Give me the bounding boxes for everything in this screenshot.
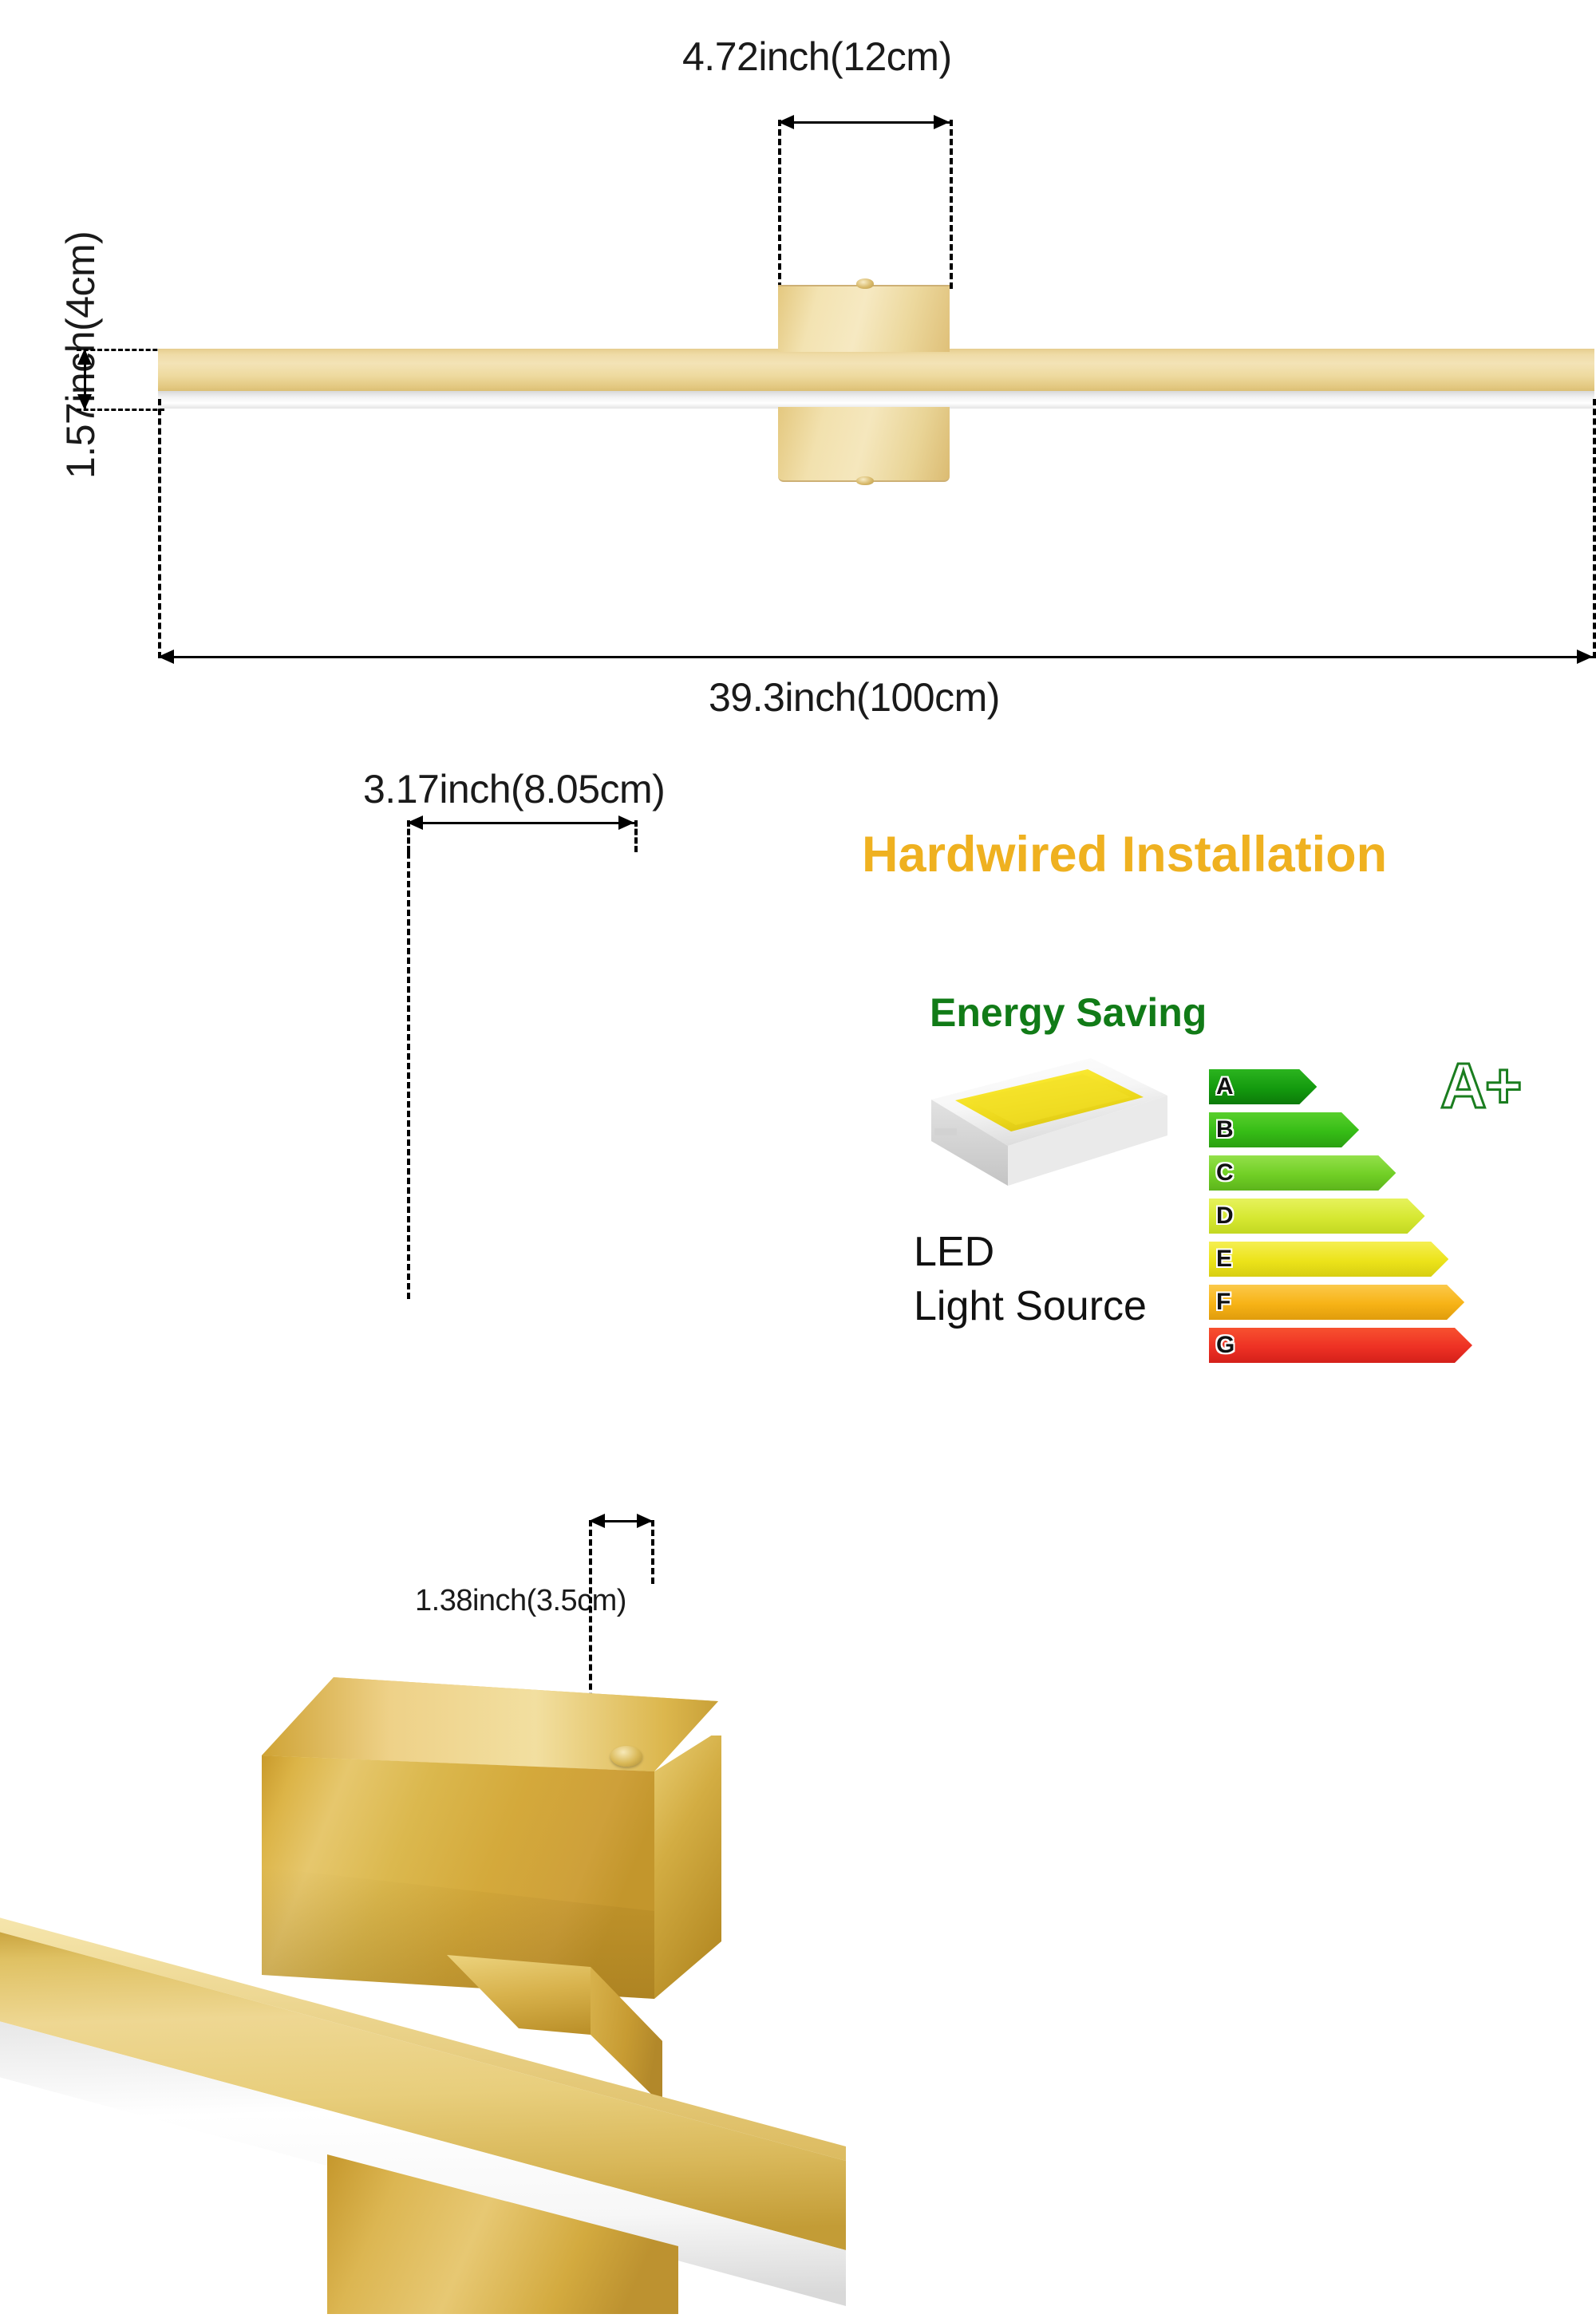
bracket-depth-arrow-right: [618, 815, 634, 830]
bracket-depth-extension-right: [634, 820, 638, 852]
energy-rating-letter-c: C: [1216, 1159, 1234, 1186]
energy-rating-badge: A+: [1440, 1049, 1523, 1123]
overall-width-arrow-left: [158, 650, 174, 664]
led-source-label-line2: Light Source: [914, 1283, 1147, 1329]
screw-inset-extension-right: [651, 1520, 654, 1584]
bracket-depth-leader-long: [407, 852, 410, 1299]
energy-rating-row-g: G: [1209, 1328, 1472, 1363]
bracket-depth-extension-left: [407, 820, 410, 852]
bar-height-arrow-down: [77, 394, 92, 410]
mount-width-extension-right: [950, 120, 953, 289]
energy-rating-row-f: F: [1209, 1285, 1472, 1320]
bar-height-dimension-line: [84, 349, 86, 409]
overall-width-extension-right: [1593, 399, 1596, 658]
energy-rating-bar-g: [1209, 1328, 1472, 1363]
energy-rating-chart: A B C D E F: [1209, 1069, 1472, 1371]
energy-rating-row-b: B: [1209, 1112, 1472, 1147]
energy-saving-title: Energy Saving: [930, 990, 1207, 1035]
screw-inset-arrow-right: [637, 1514, 653, 1528]
energy-rating-row-a: A: [1209, 1069, 1472, 1104]
energy-rating-letter-e: E: [1216, 1246, 1233, 1272]
energy-rating-bar-c: [1209, 1155, 1396, 1191]
energy-rating-row-e: E: [1209, 1242, 1472, 1277]
energy-rating-row-d: D: [1209, 1199, 1472, 1234]
energy-rating-bar-d: [1209, 1199, 1425, 1234]
energy-rating-letter-f: F: [1216, 1289, 1231, 1315]
mount-width-dimension-line: [778, 121, 950, 124]
mount-width-extension-left: [778, 120, 781, 289]
energy-rating-bar-f: [1209, 1285, 1464, 1320]
energy-rating-letter-a: A: [1216, 1073, 1234, 1100]
hardwired-installation-title: Hardwired Installation: [862, 827, 1388, 883]
energy-rating-bar-a: [1209, 1069, 1317, 1104]
mount-screw-bottom-icon: [856, 476, 874, 485]
overall-width-arrow-right: [1577, 650, 1593, 664]
mount-screw-icon: [856, 278, 874, 289]
marketing-panel: Hardwired Installation Energy Saving: [862, 718, 1596, 1356]
bracket-depth-arrow-left: [407, 815, 423, 830]
energy-rating-bar-e: [1209, 1242, 1448, 1277]
mount-width-arrow-left: [778, 115, 794, 129]
bar-height-arrow-up: [77, 349, 92, 365]
energy-rating-letter-d: D: [1216, 1202, 1234, 1229]
mount-width-arrow-right: [934, 115, 950, 129]
led-source-label-line1: LED: [914, 1229, 995, 1275]
overall-width-dimension-label: 39.3inch(100cm): [709, 675, 1000, 720]
energy-rating-letter-g: G: [1216, 1332, 1235, 1358]
wall-mount-bracket-upper: [778, 285, 950, 352]
overall-width-dimension-line: [158, 656, 1593, 658]
energy-rating-letter-b: B: [1216, 1116, 1234, 1143]
bracket-depth-dimension-label: 3.17inch(8.05cm): [363, 767, 666, 812]
screw-inset-arrow-left: [589, 1514, 605, 1528]
led-chip-illustration: [922, 1052, 1177, 1223]
light-bar-diffuser: [158, 391, 1594, 409]
bracket-depth-dimension-line: [407, 822, 634, 824]
energy-rating-row-c: C: [1209, 1155, 1472, 1191]
mount-width-dimension-label: 4.72inch(12cm): [682, 34, 952, 79]
bracket-lower-section: [327, 2154, 678, 2314]
energy-rating-bar-b: [1209, 1112, 1359, 1147]
overall-width-extension-left: [158, 399, 161, 658]
screw-inset-dimension-line: [589, 1520, 653, 1522]
light-bar-body: [158, 349, 1594, 393]
bar-height-extension-top: [77, 349, 164, 351]
top-view-section: 4.72inch(12cm) 1.57inch(4cm) 39.3inch(10…: [0, 0, 1596, 720]
detail-view-section: 3.17inch(8.05cm) 1.38inch(3.5cm): [0, 718, 1596, 2314]
wall-mount-bracket-lower: [778, 407, 950, 482]
screw-inset-dimension-label: 1.38inch(3.5cm): [415, 1584, 626, 1617]
bar-height-extension-bottom: [77, 409, 164, 411]
